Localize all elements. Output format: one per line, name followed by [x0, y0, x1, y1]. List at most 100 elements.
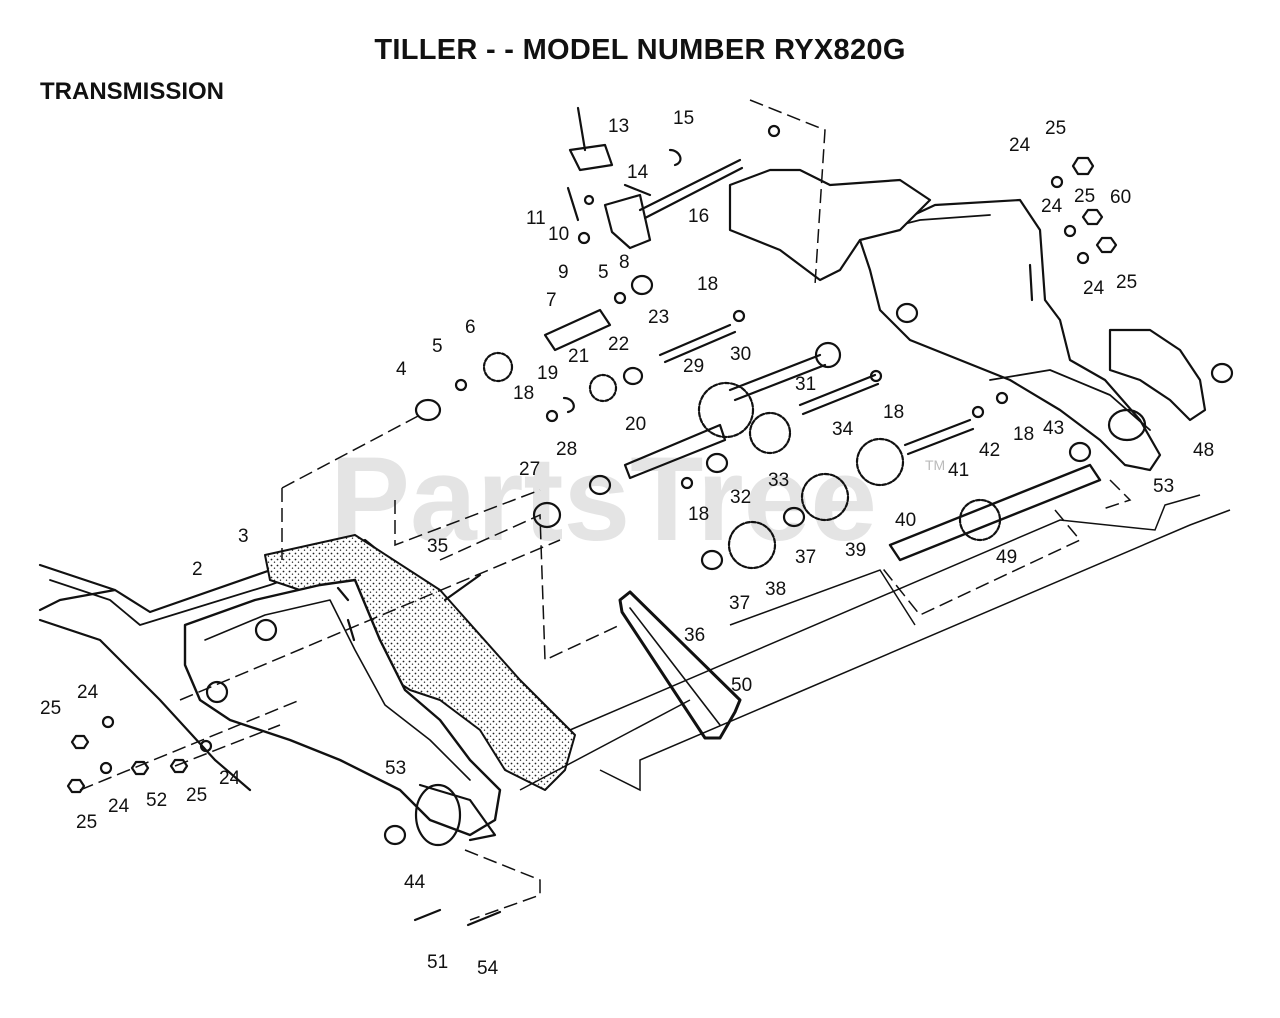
shaft-34 — [798, 373, 880, 416]
washer-10 — [583, 194, 595, 206]
section-title: TRANSMISSION — [40, 78, 225, 105]
bearing-31 — [814, 341, 842, 369]
callout-20: 20 — [625, 414, 646, 435]
bushing-43 — [1068, 441, 1092, 463]
callout-2: 2 — [192, 559, 203, 580]
washer-5a — [454, 378, 468, 392]
washer-18b — [545, 409, 559, 423]
callout-9: 9 — [558, 262, 569, 283]
right-housing-slot — [1028, 263, 1034, 302]
nut-25f — [169, 758, 189, 774]
washer-24b — [1063, 224, 1077, 238]
callout-25: 25 — [186, 785, 207, 806]
callout-60: 60 — [1110, 187, 1131, 208]
washer-24d — [101, 715, 115, 729]
right-side-shield — [1108, 328, 1207, 422]
callout-33: 33 — [768, 470, 789, 491]
callout-23: 23 — [648, 307, 669, 328]
sprocket-33 — [748, 411, 792, 455]
callout-18: 18 — [688, 504, 709, 525]
washer-top — [767, 124, 781, 138]
callout-51: 51 — [427, 952, 448, 973]
callout-13: 13 — [608, 116, 629, 137]
shift-lever-13 — [568, 106, 614, 172]
callout-28: 28 — [556, 439, 577, 460]
callout-24: 24 — [219, 768, 241, 789]
callout-25: 25 — [1116, 272, 1137, 293]
callout-50: 50 — [731, 675, 752, 696]
callout-18: 18 — [1013, 424, 1034, 445]
callout-27: 27 — [519, 459, 540, 480]
callout-25: 25 — [76, 812, 97, 833]
callout-49: 49 — [996, 547, 1017, 568]
callout-5: 5 — [598, 262, 609, 283]
bolt-51 — [413, 908, 442, 922]
callout-6: 6 — [465, 317, 476, 338]
bolt-35 — [443, 573, 482, 602]
shift-bracket-14 — [603, 183, 652, 250]
shaft-23 — [658, 323, 737, 364]
bushing-44 — [383, 824, 407, 846]
washer-18d — [869, 369, 883, 383]
shaft-16 — [638, 158, 744, 220]
callout-25: 25 — [1074, 186, 1095, 207]
watermark-text: PartsTree — [330, 432, 877, 566]
callout-52: 52 — [146, 790, 167, 811]
callout-3: 3 — [238, 526, 249, 547]
bushing-27 — [532, 501, 562, 529]
guide-line-2 — [394, 489, 621, 662]
callout-11: 11 — [526, 208, 546, 229]
housing-bearing-bottom — [205, 680, 229, 704]
nut-25a — [1071, 156, 1095, 176]
clip-15 — [668, 148, 682, 167]
callout-16: 16 — [688, 206, 709, 227]
callout-53: 53 — [1153, 476, 1174, 497]
washer-24f — [199, 739, 213, 753]
shaft-28 — [623, 423, 727, 480]
callout-24: 24 — [1041, 196, 1063, 217]
callout-42: 42 — [979, 440, 1000, 461]
housing-bore — [895, 302, 919, 324]
right-seal — [1107, 408, 1147, 442]
callout-18: 18 — [697, 274, 718, 295]
drive-belt — [618, 590, 742, 740]
callout-41: 41 — [948, 460, 969, 481]
callout-25: 25 — [40, 698, 61, 719]
bushing-22 — [622, 366, 644, 386]
callout-15: 15 — [673, 108, 694, 129]
housing-slot — [336, 586, 356, 642]
sprocket-38 — [727, 520, 777, 570]
callout-40: 40 — [895, 510, 916, 531]
gear-6 — [482, 351, 514, 383]
sprocket-40 — [855, 437, 905, 487]
callout-29: 29 — [683, 356, 704, 377]
sprocket-49 — [958, 498, 1002, 542]
callout-19: 19 — [537, 363, 558, 384]
output-shaft-49 — [888, 463, 1102, 562]
bolt-54 — [466, 910, 502, 927]
callout-18: 18 — [513, 383, 534, 404]
nut-25d — [70, 734, 90, 750]
washer-18c — [680, 476, 694, 490]
washer-9 — [577, 231, 591, 245]
left-transmission-housing — [183, 578, 502, 837]
guide-line-11 — [729, 569, 916, 626]
housing-bearing-top — [254, 618, 278, 642]
callout-24: 24 — [1009, 135, 1031, 156]
clip-19 — [562, 396, 575, 414]
callout-31: 31 — [795, 374, 816, 395]
guide-line-5 — [79, 699, 301, 791]
watermark-trademark: TM — [925, 457, 945, 473]
sprocket-39 — [800, 472, 850, 522]
bolt-11 — [566, 186, 580, 222]
callout-25: 25 — [1045, 118, 1066, 139]
callout-36: 36 — [684, 625, 705, 646]
guide-line-8 — [569, 494, 1201, 731]
bushing-8 — [630, 274, 654, 296]
callout-24: 24 — [77, 682, 99, 703]
nut-25b — [1081, 208, 1104, 226]
guide-line-10 — [519, 699, 691, 791]
washer-24a — [1050, 175, 1064, 189]
callout-14: 14 — [627, 162, 649, 183]
shaft-30 — [728, 353, 827, 402]
